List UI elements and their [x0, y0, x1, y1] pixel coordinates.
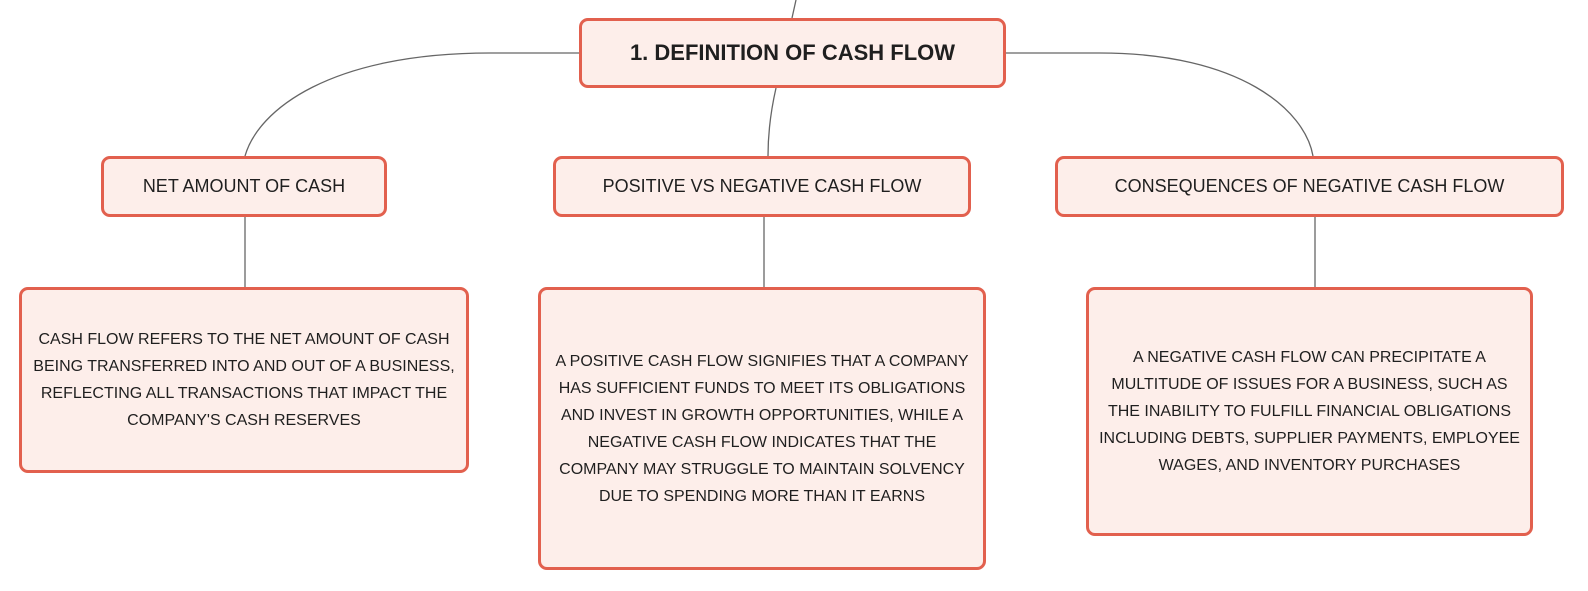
detail-text: A NEGATIVE CASH FLOW CAN PRECIPITATE A M… — [1099, 349, 1520, 474]
detail-positive-vs-negative-cash-flow[interactable]: A POSITIVE CASH FLOW SIGNIFIES THAT A CO… — [538, 287, 986, 570]
topic-consequences-of-negative-cash-flow[interactable]: CONSEQUENCES OF NEGATIVE CASH FLOW — [1055, 156, 1564, 217]
connector-root-to-positive-vs-negative — [767, 87, 777, 157]
topic-positive-vs-negative-cash-flow[interactable]: POSITIVE VS NEGATIVE CASH FLOW — [553, 156, 971, 217]
topic-label: POSITIVE VS NEGATIVE CASH FLOW — [602, 176, 922, 196]
detail-net-amount-of-cash[interactable]: CASH FLOW REFERS TO THE NET AMOUNT OF CA… — [19, 287, 469, 473]
connector-root-to-consequences — [1006, 52, 1314, 157]
topic-label: CONSEQUENCES OF NEGATIVE CASH FLOW — [1114, 176, 1505, 196]
root-node-label: 1. DEFINITION OF CASH FLOW — [629, 40, 956, 65]
detail-text: A POSITIVE CASH FLOW SIGNIFIES THAT A CO… — [555, 352, 969, 505]
root-node[interactable]: 1. DEFINITION OF CASH FLOW — [579, 18, 1006, 88]
connector-root-to-net-amount — [244, 52, 579, 157]
detail-consequences-of-negative-cash-flow[interactable]: A NEGATIVE CASH FLOW CAN PRECIPITATE A M… — [1086, 287, 1533, 536]
connector-incoming — [791, 0, 797, 19]
topic-net-amount-of-cash[interactable]: NET AMOUNT OF CASH — [101, 156, 387, 217]
detail-text: CASH FLOW REFERS TO THE NET AMOUNT OF CA… — [33, 331, 455, 429]
topic-label: NET AMOUNT OF CASH — [142, 176, 346, 196]
